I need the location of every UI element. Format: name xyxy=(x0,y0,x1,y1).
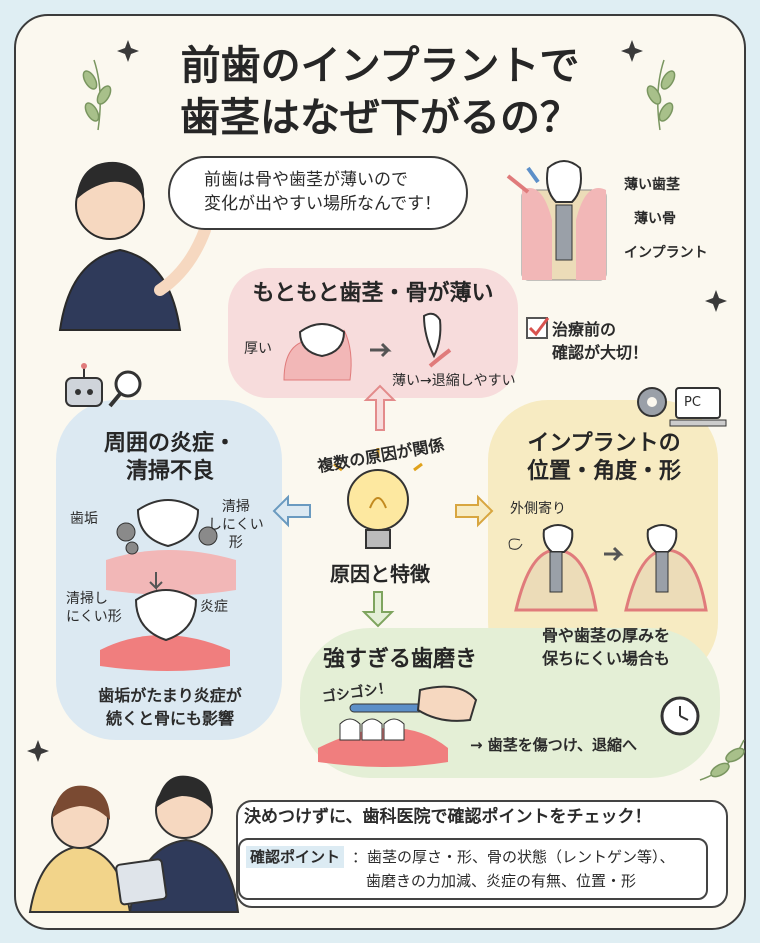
label-implant: インプラント xyxy=(624,245,708,261)
brushing-teeth-illustration xyxy=(318,685,478,767)
page-title: 前歯のインプラントで 歯茎はなぜ下がるの？ xyxy=(0,40,760,144)
inflammation-heading: 周囲の炎症・ 清掃不良 xyxy=(60,430,280,486)
checkpoint-tag: 確認ポイント xyxy=(246,846,345,868)
inflammation-caption: 歯垢がたまり炎症が 続くと骨にも影響 xyxy=(60,684,280,730)
outer-implant-diagram xyxy=(508,524,598,612)
check-note: 治療前の 確認が大切！ xyxy=(552,318,682,364)
label-thin-bone: 薄い骨 xyxy=(634,211,676,227)
thin-caption: 薄い→退縮しやすい xyxy=(392,373,516,389)
check-line-2: 確認が大切！ xyxy=(552,343,649,362)
title-line-1: 前歯のインプラントで xyxy=(180,43,580,89)
label-thin-gum: 薄い歯茎 xyxy=(624,177,680,193)
thin-implant-diagram xyxy=(624,524,708,612)
plaque-tooth xyxy=(106,499,236,595)
implant-caption-2: 保ちにくい場合も xyxy=(542,649,670,668)
inflamed-tooth xyxy=(100,589,230,671)
hard-line-1: 清掃 xyxy=(221,499,250,515)
arrow-left-icon xyxy=(272,494,311,528)
brushing-heading: 強すぎる歯磨き xyxy=(322,647,477,672)
label-hard-to-clean-2: 清掃し にくい形 xyxy=(66,590,122,626)
title-line-2: 歯茎はなぜ下がるの？ xyxy=(180,95,580,141)
arrow-icon xyxy=(604,546,624,562)
hard-line-2: しにくい xyxy=(208,517,264,533)
speech-line-1: 前歯は骨や歯茎が薄いので xyxy=(204,170,408,190)
thin-gum-heading: もともと歯茎・骨が薄い xyxy=(252,281,494,306)
thin-gum-panel xyxy=(228,268,518,398)
checkpoint-line-2: 歯磨きの力加減、炎症の有無、位置・形 xyxy=(366,872,637,890)
label-outer-side: 外側寄り xyxy=(510,501,566,517)
pc-label: PC xyxy=(684,395,701,410)
speech-line-2: 変化が出やすい場所なんです！ xyxy=(204,194,442,214)
implant-caption-1: 骨や歯茎の厚みを xyxy=(541,626,670,645)
label-plaque: 歯垢 xyxy=(70,511,98,527)
inflammation-caption-1: 歯垢がたまり炎症が xyxy=(98,686,242,705)
implant-position-heading-1: インプラントの xyxy=(527,431,681,456)
light-bulb-icon xyxy=(333,448,423,549)
label-thick: 厚い xyxy=(244,341,272,357)
implant-position-caption: 骨や歯茎の厚みを 保ちにくい場合も xyxy=(496,624,716,670)
thick-gum-tooth xyxy=(283,323,352,381)
checkbox-icon xyxy=(526,317,550,339)
pc-icon xyxy=(669,387,727,427)
check-line-1: 治療前の xyxy=(552,320,617,339)
arrow-icon xyxy=(370,342,392,358)
arrow-down-icon xyxy=(361,591,395,628)
clock-icon xyxy=(660,696,700,736)
doctor-speech-bubble: 前歯は骨や歯茎が薄いので 変化が出やすい場所なんです！ xyxy=(168,156,468,230)
robot-icon xyxy=(65,363,103,407)
inflammation-caption-2: 続くと骨にも影響 xyxy=(105,709,234,728)
patient-and-doctor-illustration xyxy=(28,775,240,913)
gear-icon xyxy=(637,387,667,417)
doctor-illustration xyxy=(58,161,211,331)
arrow-down-small-icon xyxy=(149,572,163,591)
checkpoint-line-1: ：歯茎の厚さ・形、骨の状態（レントゲン等）、 xyxy=(352,848,675,866)
hard-b-line-1: 清掃し xyxy=(66,591,108,607)
label-hard-to-clean: 清掃 しにくい 形 xyxy=(208,498,264,552)
center-label: 原因と特徴 xyxy=(330,562,430,586)
inflammation-heading-2: 清掃不良 xyxy=(125,459,214,484)
hard-b-line-2: にくい形 xyxy=(66,609,122,625)
brushing-caption: → 歯茎を傷つけ、退縮へ xyxy=(470,736,638,754)
hard-line-3: 形 xyxy=(228,535,243,551)
inflammation-heading-1: 周囲の炎症・ xyxy=(103,431,236,456)
sparkle-icon xyxy=(27,40,727,762)
thin-gum-tooth xyxy=(422,312,452,368)
magnifier-icon xyxy=(108,370,142,408)
label-inflammation: 炎症 xyxy=(200,599,228,615)
arrow-right-icon xyxy=(455,494,494,528)
footer-headline: 決めつけずに、歯科医院で確認ポイントをチェック！ xyxy=(244,807,652,827)
implant-cross-section xyxy=(506,160,607,281)
leaf-icon xyxy=(82,59,745,781)
implant-position-heading: インプラントの 位置・角度・形 xyxy=(494,430,714,486)
implant-position-heading-2: 位置・角度・形 xyxy=(526,459,681,484)
arrow-up-icon xyxy=(363,384,397,431)
